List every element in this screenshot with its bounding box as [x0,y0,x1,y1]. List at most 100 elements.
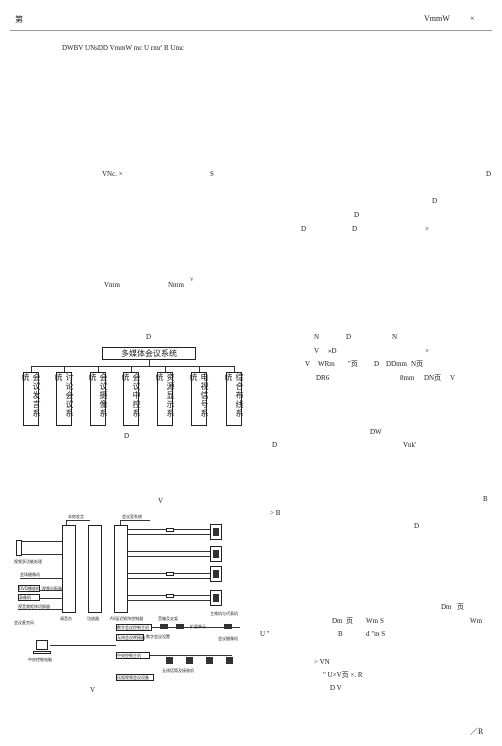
page-number: ／R [470,727,484,736]
inline-node-2 [166,572,174,576]
right-text-6b: N [392,333,398,341]
right-text-16a: U " [260,630,270,638]
wire-l1 [22,541,62,542]
right-text-18: " U×V页 ×. R [323,671,363,679]
right-text-16b: B [338,630,343,638]
right-text-3: D [354,211,360,219]
right-text-7c: × [425,347,429,355]
left-text-1-end: S [210,170,214,178]
delegate-unit-icon [224,624,232,629]
diagram1-node-5: 资源显示系统 [155,372,175,426]
label-bottom5: 主席机与代表机 [210,611,238,616]
label-left2: 会场摄像机 [20,572,40,577]
header-title: VmmW [424,14,450,23]
left-text-1: VNc. × [102,170,123,178]
right-text-2: D [432,197,438,205]
right-text-6a: N [314,333,320,341]
header-rule [10,30,492,31]
diagram1-drop-5 [165,366,166,372]
diagram1-node-6: 电视信号系统 [189,372,209,426]
control-bus [150,655,232,656]
delegate-unit-icon [176,624,184,629]
computer-monitor-icon [36,640,48,650]
right-text-8d: D [374,360,380,368]
diagram1-node-2: 讨论会议系统 [54,372,74,426]
label-left1: 视频多功能处理 [14,559,42,564]
microphone-icon [226,657,233,664]
right-text-8a: V [305,360,311,368]
right-text-9d: V [450,374,456,382]
right-text-16c: d "m S [366,630,386,638]
diagram1-drop-6 [199,366,200,372]
label-net: 远程视频会议设备 [117,675,149,680]
label-ctrl5: 无线会议转接器 [117,635,145,640]
computer-keyboard-icon [33,651,51,654]
rack-mixer [62,525,76,613]
label-mic: 会议麦克风 [14,620,34,625]
right-text-12a: B [483,495,488,503]
wire-l4 [40,590,62,591]
right-text-19: D V [330,684,342,692]
label-left5: 录像机 [19,595,31,600]
diagram1-drop-2 [64,366,65,372]
label-top2: 会议室系统 [122,514,142,519]
wire-l5 [40,598,62,599]
right-text-15a: Dm [332,617,343,625]
right-text-9c: DN页 [424,374,442,382]
label-ctrl1: 数字会议控制主机 [117,625,149,630]
right-text-15e: Wm [470,617,483,625]
diagram1-drop-4 [131,366,132,372]
label-ctrl4: 扩展单元 [190,624,206,629]
label-top1: 本地发言 [68,514,84,519]
label-bottom1: 调音台 [60,616,72,621]
delegate-unit-icon [160,624,168,629]
left-text-2a: Vmm [104,281,120,289]
diagram1-drop-7 [234,366,235,372]
right-text-9b: 8mm [400,374,415,382]
wire-l3 [20,578,62,579]
microphone-icon [166,657,173,664]
right-text-15d: S [380,617,384,625]
right-text-1: D [486,170,492,178]
device-recorder [18,594,40,601]
figure1-ref: D [146,333,152,341]
left-text-2-sup: V [190,278,194,283]
label-left4: 视频分配器 [42,586,62,591]
right-text-15b: 页 [346,617,353,625]
speaker-cone-icon [213,550,219,558]
body-line-1: DWBV UNsDD VmmW mc U rmr' R Umc [62,44,185,52]
right-text-7a: V [314,347,320,355]
label-left6: 视音频矩阵切换器 [18,604,50,609]
label-cam: 会议摄像机 [218,636,238,641]
speaker-line-2b [128,556,210,557]
right-text-7b: »D [328,347,337,355]
rack-matrix [114,525,128,613]
figure1-caption: D [124,432,130,440]
wire-l2 [22,554,62,555]
wire-top1-drop [66,520,67,525]
label-pc: 中央控制电脑 [28,657,52,662]
diagram1-bus [31,366,234,367]
device-remote-video [116,674,154,681]
left-text-2b: Nmm [168,281,184,289]
figure2-caption: V [90,686,96,694]
device-video-processor [16,540,22,556]
right-text-8b: WRm [318,360,335,368]
right-text-14a: Dm [441,603,452,611]
speaker-line-2 [128,551,210,552]
right-text-12b: > B [270,509,281,517]
right-text-15c: Wm [366,617,379,625]
right-text-9a: DR6 [316,374,330,382]
diagram1-root: 多媒体会议系统 [102,347,196,360]
diagram1-node-3: 会议摄像系统 [88,372,108,426]
device-dvd [18,585,40,592]
wire-top2-drop [120,520,121,525]
speaker-line-1b [128,534,210,535]
device-central-control [116,652,150,659]
header-right-mark: × [470,14,475,23]
microphone-icon [186,657,193,664]
right-text-8f: N页 [411,360,424,368]
diagram1-drop-3 [98,366,99,372]
figure2-ref: V [158,497,164,505]
inline-node-3 [166,594,174,598]
